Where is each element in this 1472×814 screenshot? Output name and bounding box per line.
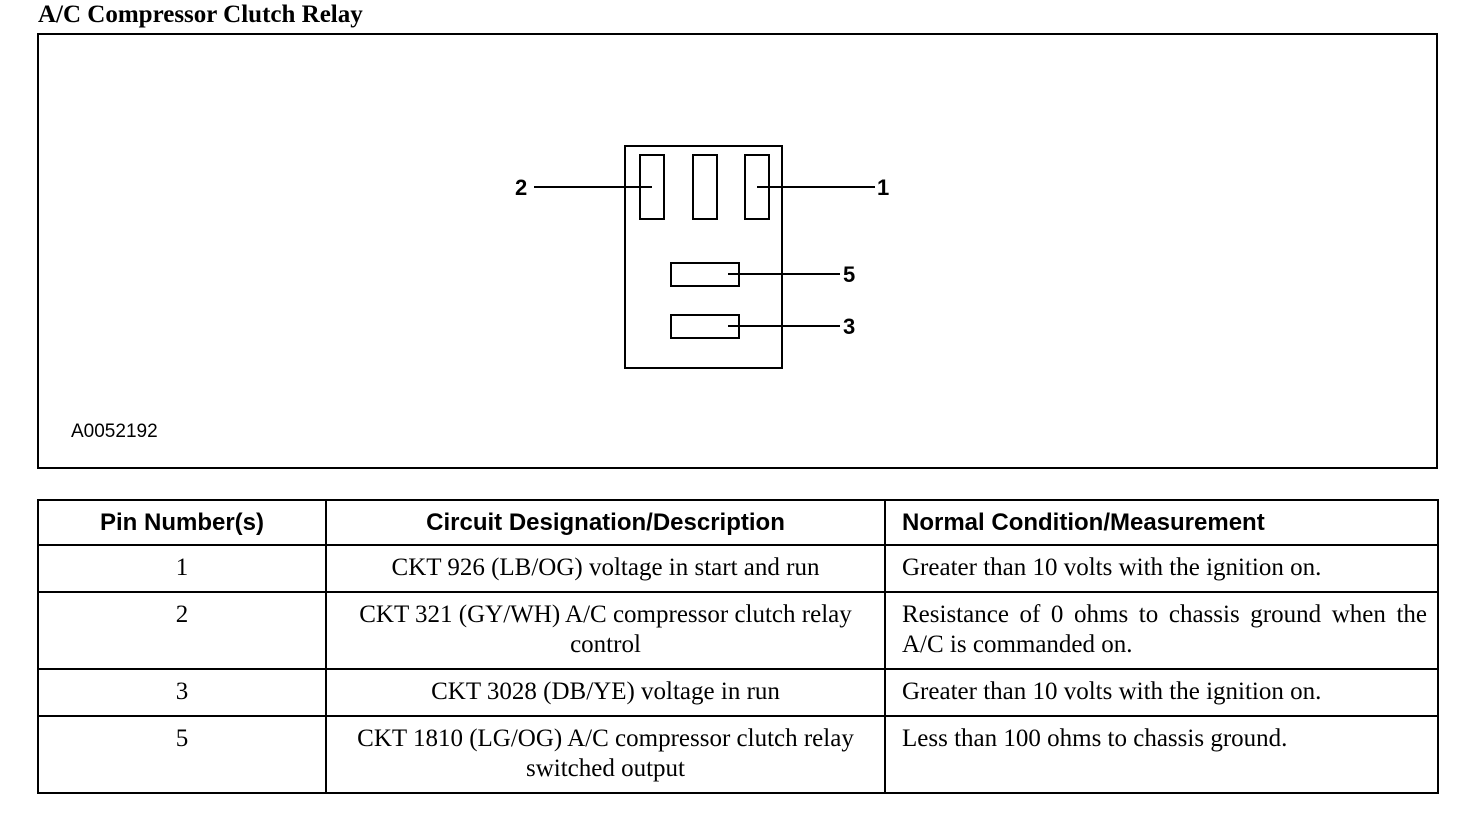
condition-cell: Greater than 10 volts with the ignition …: [884, 544, 1439, 593]
pin-label-1: 1: [877, 175, 889, 200]
circuit-cell: CKT 321 (GY/WH) A/C compressor clutch re…: [325, 591, 886, 670]
figure-id: A0052192: [71, 421, 158, 442]
column-header-circuit: Circuit Designation/Description: [325, 499, 886, 546]
connector-diagram: 2 1 5 3 A0052192: [37, 33, 1438, 469]
circuit-cell: CKT 926 (LB/OG) voltage in start and run: [325, 544, 886, 593]
circuit-cell: CKT 1810 (LG/OG) A/C compressor clutch r…: [325, 715, 886, 794]
pin-label-5: 5: [843, 262, 855, 287]
table-row: 3 CKT 3028 (DB/YE) voltage in run Greate…: [37, 668, 1439, 717]
connector-outline: [624, 145, 783, 369]
pin-table: Pin Number(s) Circuit Designation/Descri…: [37, 499, 1439, 794]
column-header-condition: Normal Condition/Measurement: [884, 499, 1439, 546]
table-row: 2 CKT 321 (GY/WH) A/C compressor clutch …: [37, 591, 1439, 670]
condition-cell: Resistance of 0 ohms to chassis ground w…: [884, 591, 1439, 670]
circuit-cell: CKT 3028 (DB/YE) voltage in run: [325, 668, 886, 717]
page-title: A/C Compressor Clutch Relay: [38, 1, 363, 28]
pin-number-cell: 3: [37, 668, 327, 717]
pin-number-cell: 1: [37, 544, 327, 593]
table-row: 1 CKT 926 (LB/OG) voltage in start and r…: [37, 544, 1439, 593]
pin-number-cell: 2: [37, 591, 327, 670]
table-header-row: Pin Number(s) Circuit Designation/Descri…: [37, 499, 1439, 546]
relay-connector-face: 2 1 5 3: [515, 145, 889, 369]
table-row: 5 CKT 1810 (LG/OG) A/C compressor clutch…: [37, 715, 1439, 794]
column-header-pin: Pin Number(s): [37, 499, 327, 546]
pin-label-2: 2: [515, 175, 527, 200]
terminal-center: [692, 154, 718, 220]
pin-number-cell: 5: [37, 715, 327, 794]
condition-cell: Greater than 10 volts with the ignition …: [884, 668, 1439, 717]
pin-label-3: 3: [843, 314, 855, 339]
condition-cell: Less than 100 ohms to chassis ground.: [884, 715, 1439, 794]
